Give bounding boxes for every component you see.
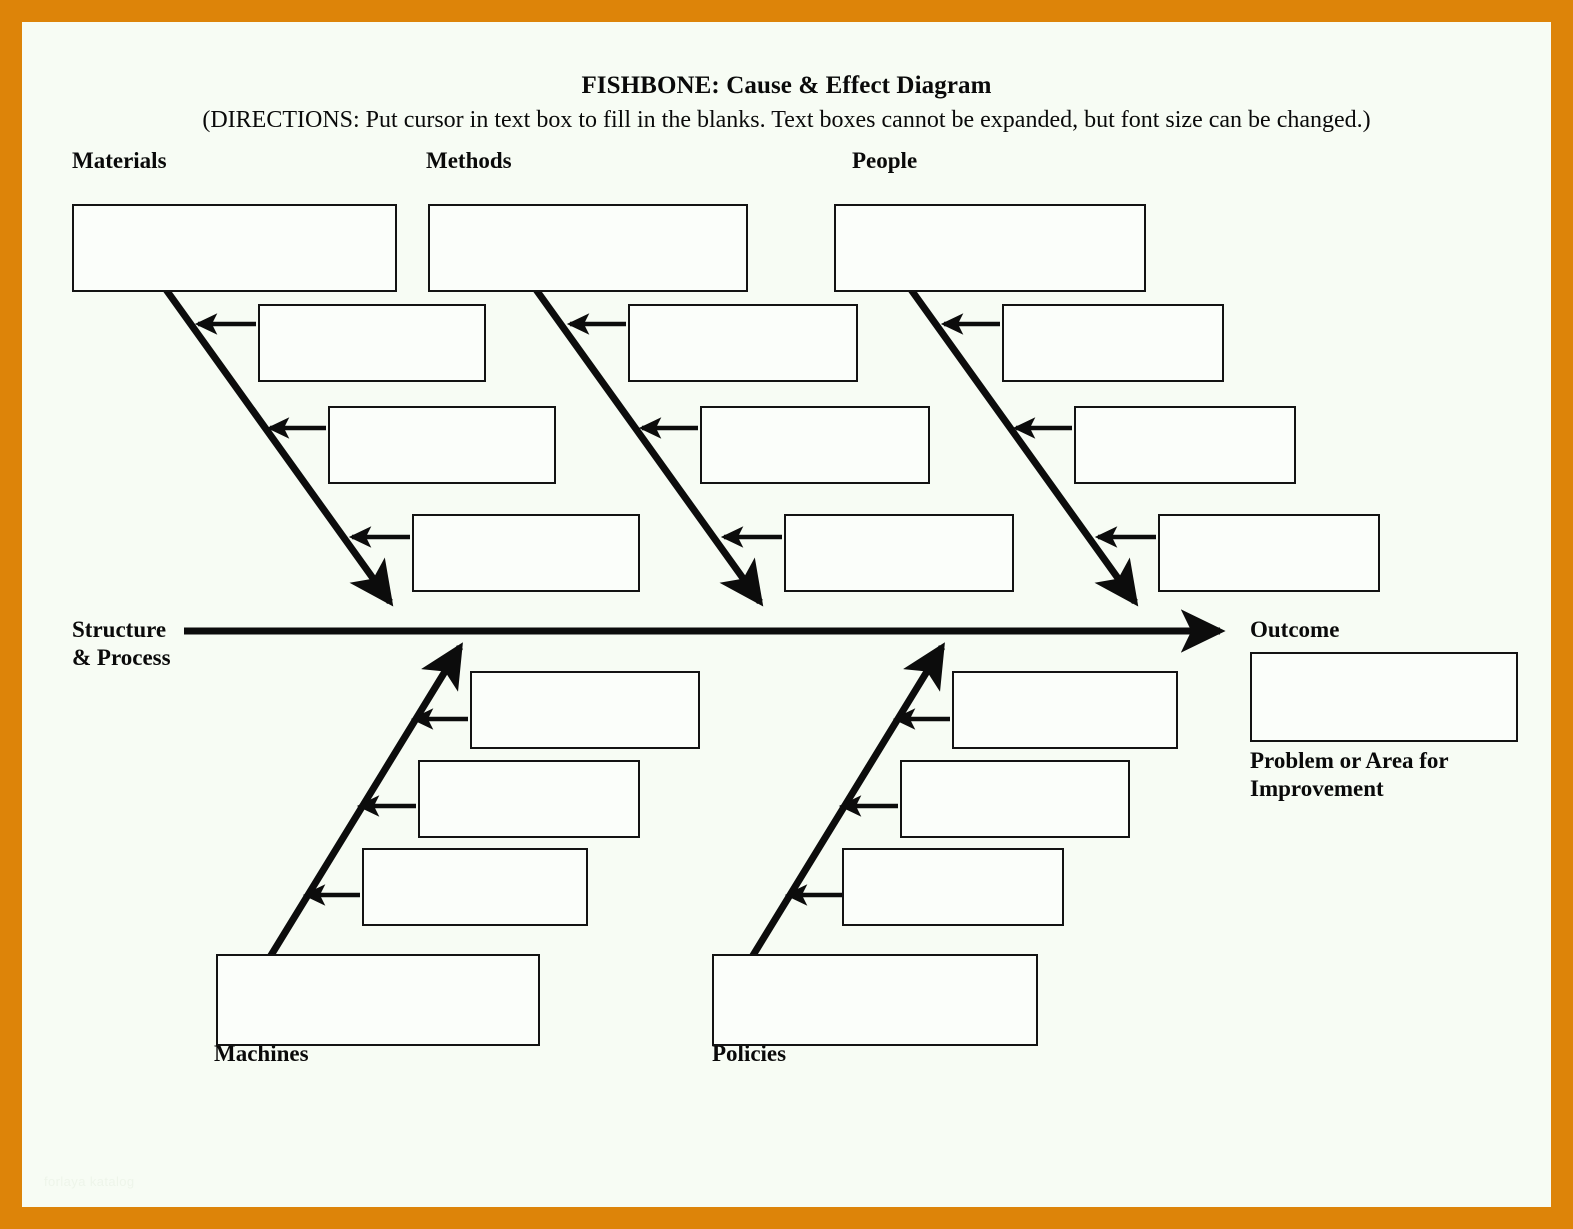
cause-arrows-methods: [566, 313, 782, 548]
cause-arrows-materials: [194, 313, 410, 548]
bone-methods: [529, 281, 764, 607]
textbox-people-cause-2[interactable]: [1074, 406, 1296, 484]
textbox-people-cause-3[interactable]: [1158, 514, 1380, 592]
category-label-methods: Methods: [426, 148, 512, 173]
textbox-materials-cause-1[interactable]: [258, 304, 486, 382]
cause-arrows-machines: [302, 708, 468, 906]
textbox-methods-cause-3[interactable]: [784, 514, 1014, 592]
bone-materials: [159, 281, 394, 607]
textbox-policies-header[interactable]: [712, 954, 1038, 1046]
textbox-policies-cause-1[interactable]: [952, 671, 1178, 749]
textbox-materials-cause-3[interactable]: [412, 514, 640, 592]
textbox-people-cause-1[interactable]: [1002, 304, 1224, 382]
page-title: FISHBONE: Cause & Effect Diagram: [581, 72, 992, 99]
textbox-policies-cause-3[interactable]: [842, 848, 1064, 926]
textbox-people-header[interactable]: [834, 204, 1146, 292]
spine-label-outcome: Outcome: [1250, 617, 1340, 642]
category-label-people: People: [852, 148, 918, 173]
watermark: forlaya katalog: [44, 1174, 135, 1189]
textbox-methods-cause-2[interactable]: [700, 406, 930, 484]
directions-text: (DIRECTIONS: Put cursor in text box to f…: [202, 107, 1371, 133]
cause-arrows-policies: [784, 708, 950, 906]
textbox-materials-cause-2[interactable]: [328, 406, 556, 484]
fishbone-skeleton: [159, 281, 1226, 959]
spine-label-structure-process: Structure & Process: [72, 617, 171, 670]
cause-arrows-people: [940, 313, 1156, 548]
textbox-machines-cause-2[interactable]: [418, 760, 640, 838]
document-page: FISHBONE: Cause & Effect Diagram (DIRECT…: [22, 22, 1551, 1207]
textbox-methods-cause-1[interactable]: [628, 304, 858, 382]
textbox-methods-header[interactable]: [428, 204, 748, 292]
outcome-caption: Problem or Area for Improvement: [1250, 748, 1449, 802]
bone-people: [904, 281, 1139, 607]
textbox-materials-header[interactable]: [72, 204, 397, 292]
textbox-machines-header[interactable]: [216, 954, 540, 1046]
textbox-policies-cause-2[interactable]: [900, 760, 1130, 838]
textbox-outcome[interactable]: [1250, 652, 1518, 742]
category-label-materials: Materials: [72, 148, 167, 173]
textbox-machines-cause-1[interactable]: [470, 671, 700, 749]
textbox-machines-cause-3[interactable]: [362, 848, 588, 926]
